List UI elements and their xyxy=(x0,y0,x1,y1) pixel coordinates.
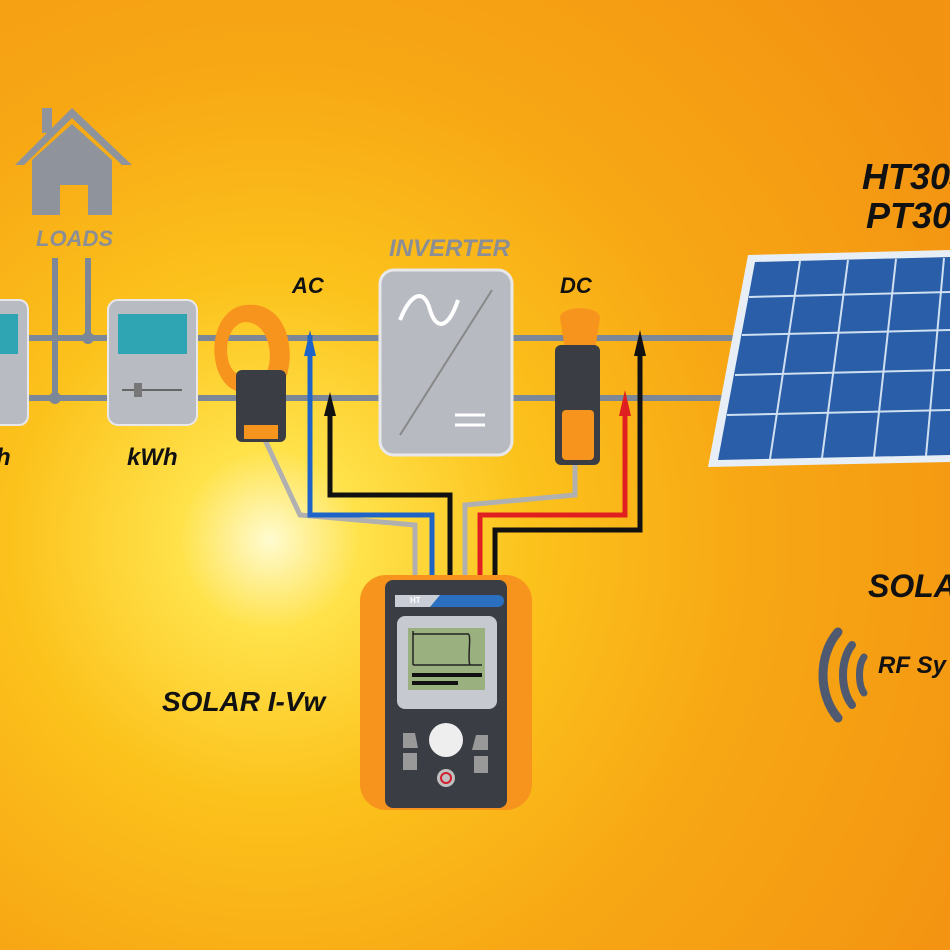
meter-left-label: h xyxy=(0,444,11,472)
dc-label: DC xyxy=(560,273,592,298)
inverter-label: INVERTER xyxy=(389,235,510,262)
energy-meter-kwh xyxy=(107,299,198,426)
instrument-label: SOLAR I-Vw xyxy=(162,686,326,717)
rf-system-label: RF Sy xyxy=(878,652,947,679)
solar-panel-icon xyxy=(708,250,950,467)
ac-probe-blue xyxy=(304,330,316,356)
loads-label: LOADS xyxy=(36,226,113,251)
inverter-icon xyxy=(378,268,514,457)
instrument-brand: HT xyxy=(410,596,421,605)
energy-meter-left xyxy=(0,299,29,426)
dc-probe-red xyxy=(619,390,631,416)
dc-probe-black xyxy=(634,330,646,356)
rf-signal-icon xyxy=(818,627,868,723)
ac-clamp-icon xyxy=(214,304,290,442)
solar-remote-label: SOLAR xyxy=(868,568,950,604)
test-leads xyxy=(262,335,643,590)
models-line2: PT300 xyxy=(866,195,950,236)
ac-probe-black xyxy=(324,392,336,416)
solar-i-vw-instrument xyxy=(360,575,532,810)
house-icon xyxy=(15,108,132,215)
models-line1: HT304 xyxy=(862,156,950,197)
ac-label: AC xyxy=(292,273,324,298)
dc-clamp-icon xyxy=(555,308,600,465)
kwh-label: kWh xyxy=(127,444,178,471)
